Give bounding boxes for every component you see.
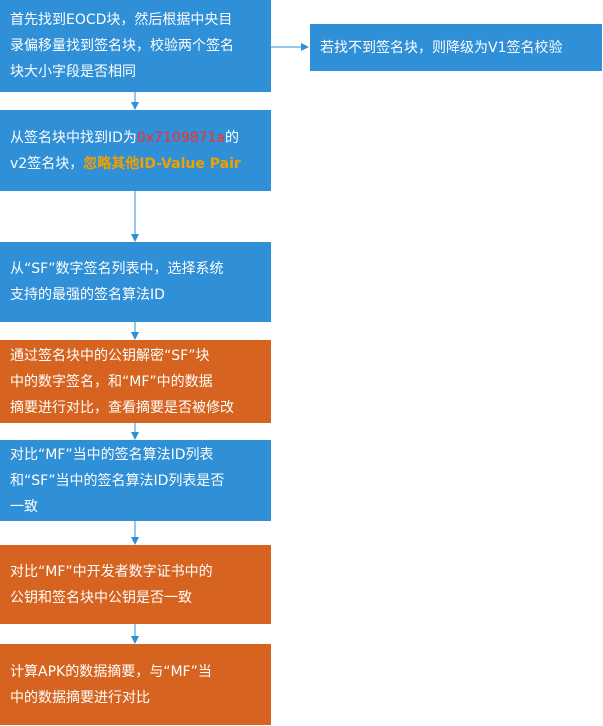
node-step5-line-1: 对比“MF”当中的签名算法ID列表 [10,446,214,463]
node-step6-line-2: 公钥和签名块中公钥是否一致 [10,589,192,606]
node-step2-line-2-prefix: v2签名块， [10,155,84,172]
node-step2-ignore-note: 忽略其他ID-Value Pair [83,155,241,172]
node-step1-line-2: 录偏移量找到签名块，校验两个签名 [10,38,234,54]
node-step6: 对比“MF”中开发者数字证书中的 公钥和签名块中公钥是否一致 [0,545,271,624]
node-step1: 首先找到EOCD块，然后根据中央目 录偏移量找到签名块，校验两个签名 块大小字段… [0,0,271,92]
node-step2: 从签名块中找到ID为0x7109871a的 v2签名块，忽略其他ID-Value… [0,110,271,191]
node-step1-line-1: 首先找到EOCD块，然后根据中央目 [10,12,233,28]
node-step2-line-1: 从签名块中找到ID为0x7109871a的 [10,125,261,151]
node-step5-line-2: 和“SF”当中的签名算法ID列表是否 [10,472,225,489]
node-step3-line-1: 从“SF”数字签名列表中，选择系统 [10,261,224,277]
node-step4-line-1: 通过签名块中的公钥解密“SF”块 [10,347,210,364]
node-step2-line-2: v2签名块，忽略其他ID-Value Pair [10,151,261,177]
node-step3: 从“SF”数字签名列表中，选择系统 支持的最强的签名算法ID [0,242,271,322]
node-step5-line-3: 一致 [10,498,38,515]
node-fallback-text: 若找不到签名块，则降级为V1签名校验 [320,39,563,56]
node-step6-line-1: 对比“MF”中开发者数字证书中的 [10,563,213,580]
node-step1-line-3: 块大小字段是否相同 [10,64,136,80]
node-fallback: 若找不到签名块，则降级为V1签名校验 [310,24,602,71]
node-step7: 计算APK的数据摘要，与“MF”当 中的数据摘要进行对比 [0,644,271,725]
node-step4-line-2: 中的数字签名，和“MF”中的数据 [10,373,213,390]
node-step3-line-2: 支持的最强的签名算法ID [10,287,165,303]
node-step4: 通过签名块中的公钥解密“SF”块 中的数字签名，和“MF”中的数据 摘要进行对比… [0,340,271,423]
node-step4-line-3: 摘要进行对比，查看摘要是否被修改 [10,399,234,416]
node-step7-line-1: 计算APK的数据摘要，与“MF”当 [10,663,212,680]
node-step2-line-1-prefix: 从签名块中找到ID为 [10,129,137,146]
node-step2-line-1-suffix: 的 [225,129,240,146]
node-step5: 对比“MF”当中的签名算法ID列表 和“SF”当中的签名算法ID列表是否 一致 [0,440,271,521]
node-step7-line-2: 中的数据摘要进行对比 [10,689,150,706]
node-step2-signature-id: 0x7109871a [136,129,226,146]
